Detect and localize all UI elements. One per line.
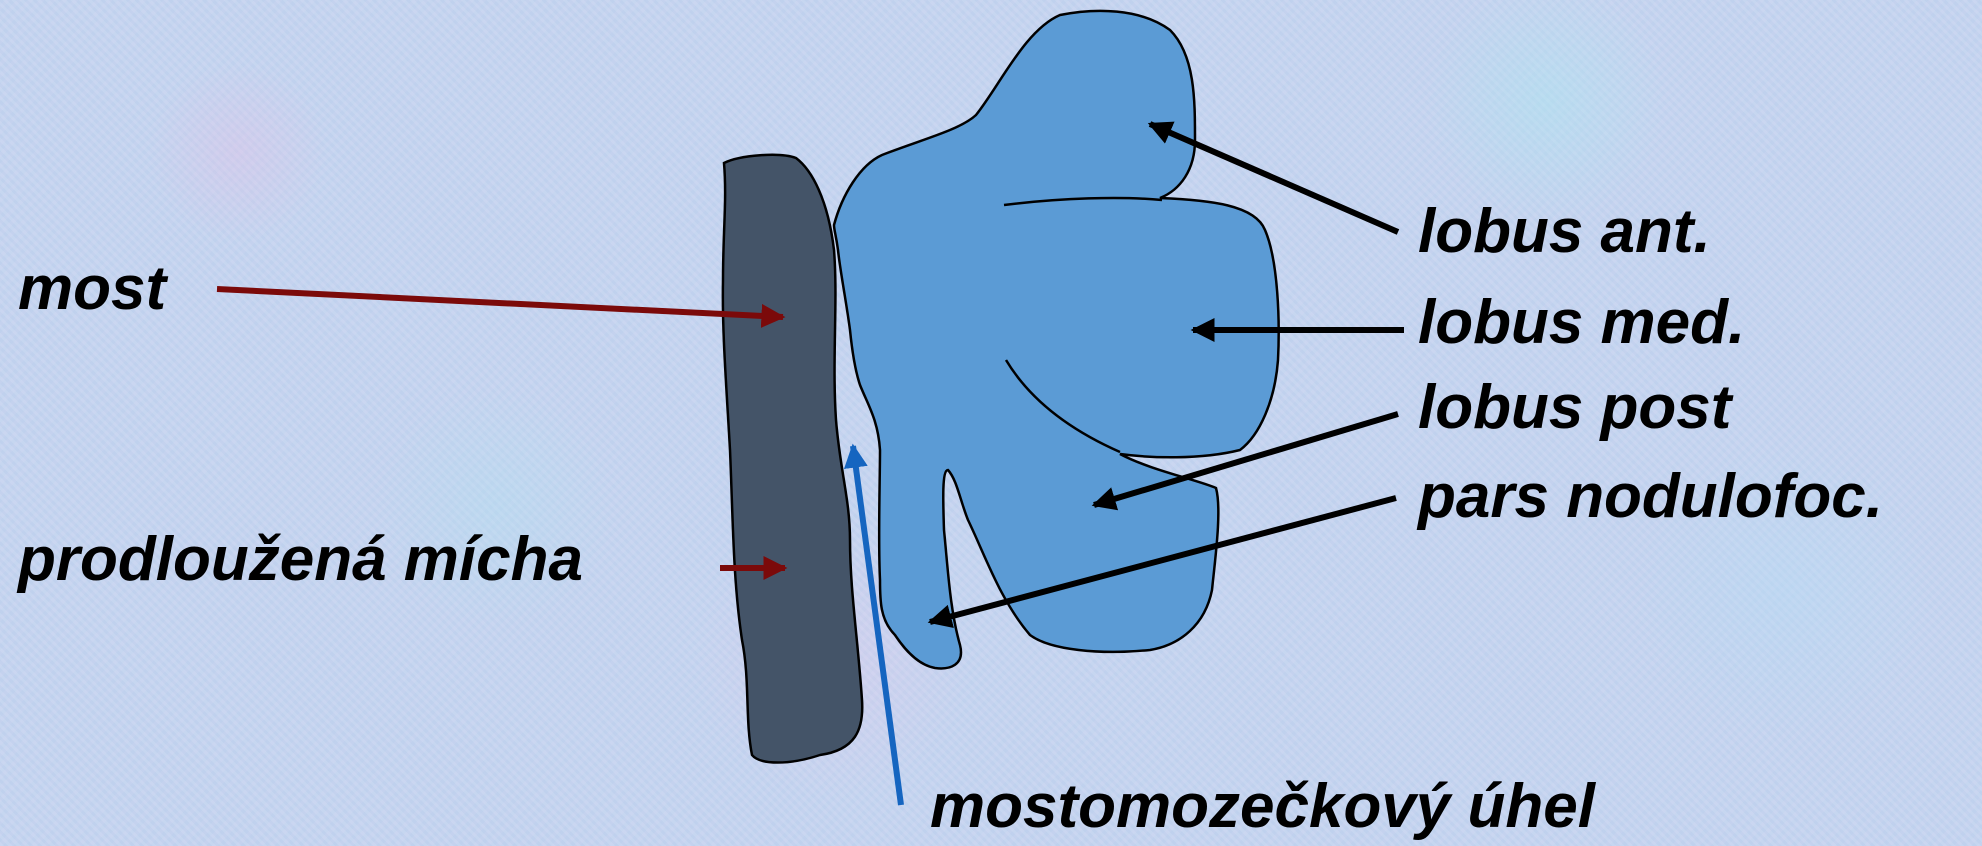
- label-pars-nodulofoc: pars nodulofoc.: [1418, 466, 1883, 528]
- label-lobus-med: lobus med.: [1418, 292, 1745, 354]
- label-mostomozeckovy-uhel: mostomozečkový úhel: [930, 776, 1595, 838]
- label-most: most: [18, 258, 166, 320]
- cerebellum-shape: [834, 11, 1279, 669]
- label-lobus-ant: lobus ant.: [1418, 201, 1711, 263]
- arrow-most: [217, 289, 783, 317]
- label-prodlouzena-micha: prodloužená mícha: [18, 529, 583, 591]
- label-lobus-post: lobus post: [1418, 377, 1731, 439]
